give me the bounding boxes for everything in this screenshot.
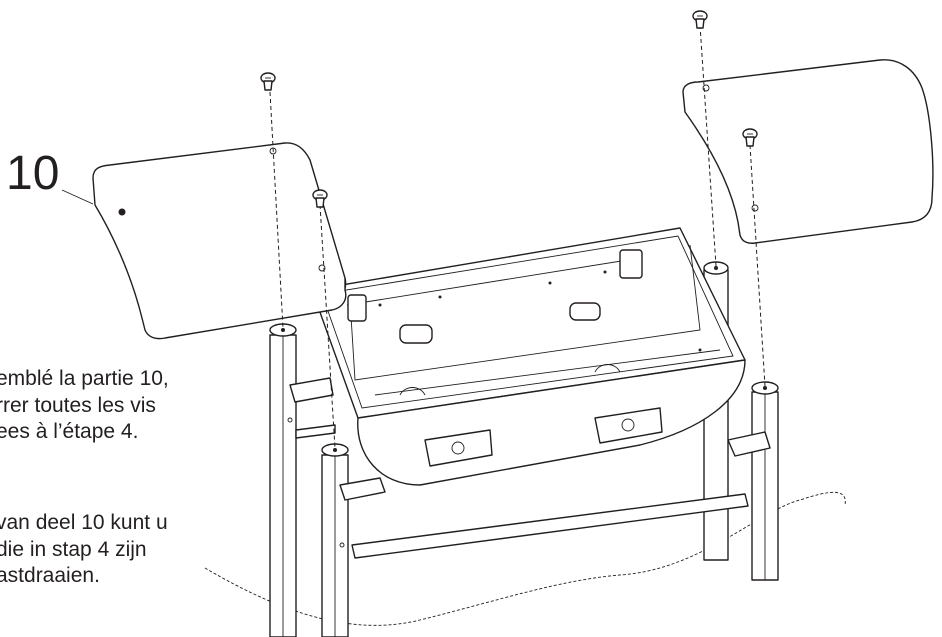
leg-front-mid: [321, 443, 349, 637]
bracket-right: [727, 431, 771, 457]
firebox: [311, 227, 746, 486]
side-table-right: [682, 59, 934, 244]
instruction-line: ees à l’étape 4.: [0, 420, 139, 443]
bracket-left: [289, 377, 334, 403]
instruction-line: emblé la partie 10,: [0, 367, 169, 390]
crossbar-rear: [295, 424, 336, 439]
part-number-callout: 10: [6, 147, 60, 200]
guide-line: [269, 91, 284, 329]
screw-icon: [312, 189, 328, 208]
guide-line: [749, 144, 766, 387]
instruction-line: rrer toutes les vis: [0, 393, 156, 417]
leg-front-left: [269, 323, 297, 637]
crossbar-lower: [351, 493, 749, 559]
break-line: [204, 491, 846, 626]
instruction-dutch: van deel 10 kunt u die in stap 4 zijn as…: [0, 510, 168, 590]
instruction-line: die in stap 4 zijn: [0, 537, 147, 561]
instruction-french: emblé la partie 10, rrer toutes les vis …: [0, 366, 169, 446]
guide-line: [699, 24, 717, 267]
bracket-mid: [339, 477, 386, 501]
screw-icon: [742, 128, 758, 147]
screw-icon: [260, 72, 276, 91]
guide-line: [319, 204, 336, 449]
instruction-line: van deel 10 kunt u: [0, 511, 168, 534]
leg-front-right: [751, 381, 779, 581]
instruction-line: astdraaien.: [0, 564, 100, 587]
side-table-left: [61, 142, 347, 340]
screw-icon: [692, 10, 708, 29]
